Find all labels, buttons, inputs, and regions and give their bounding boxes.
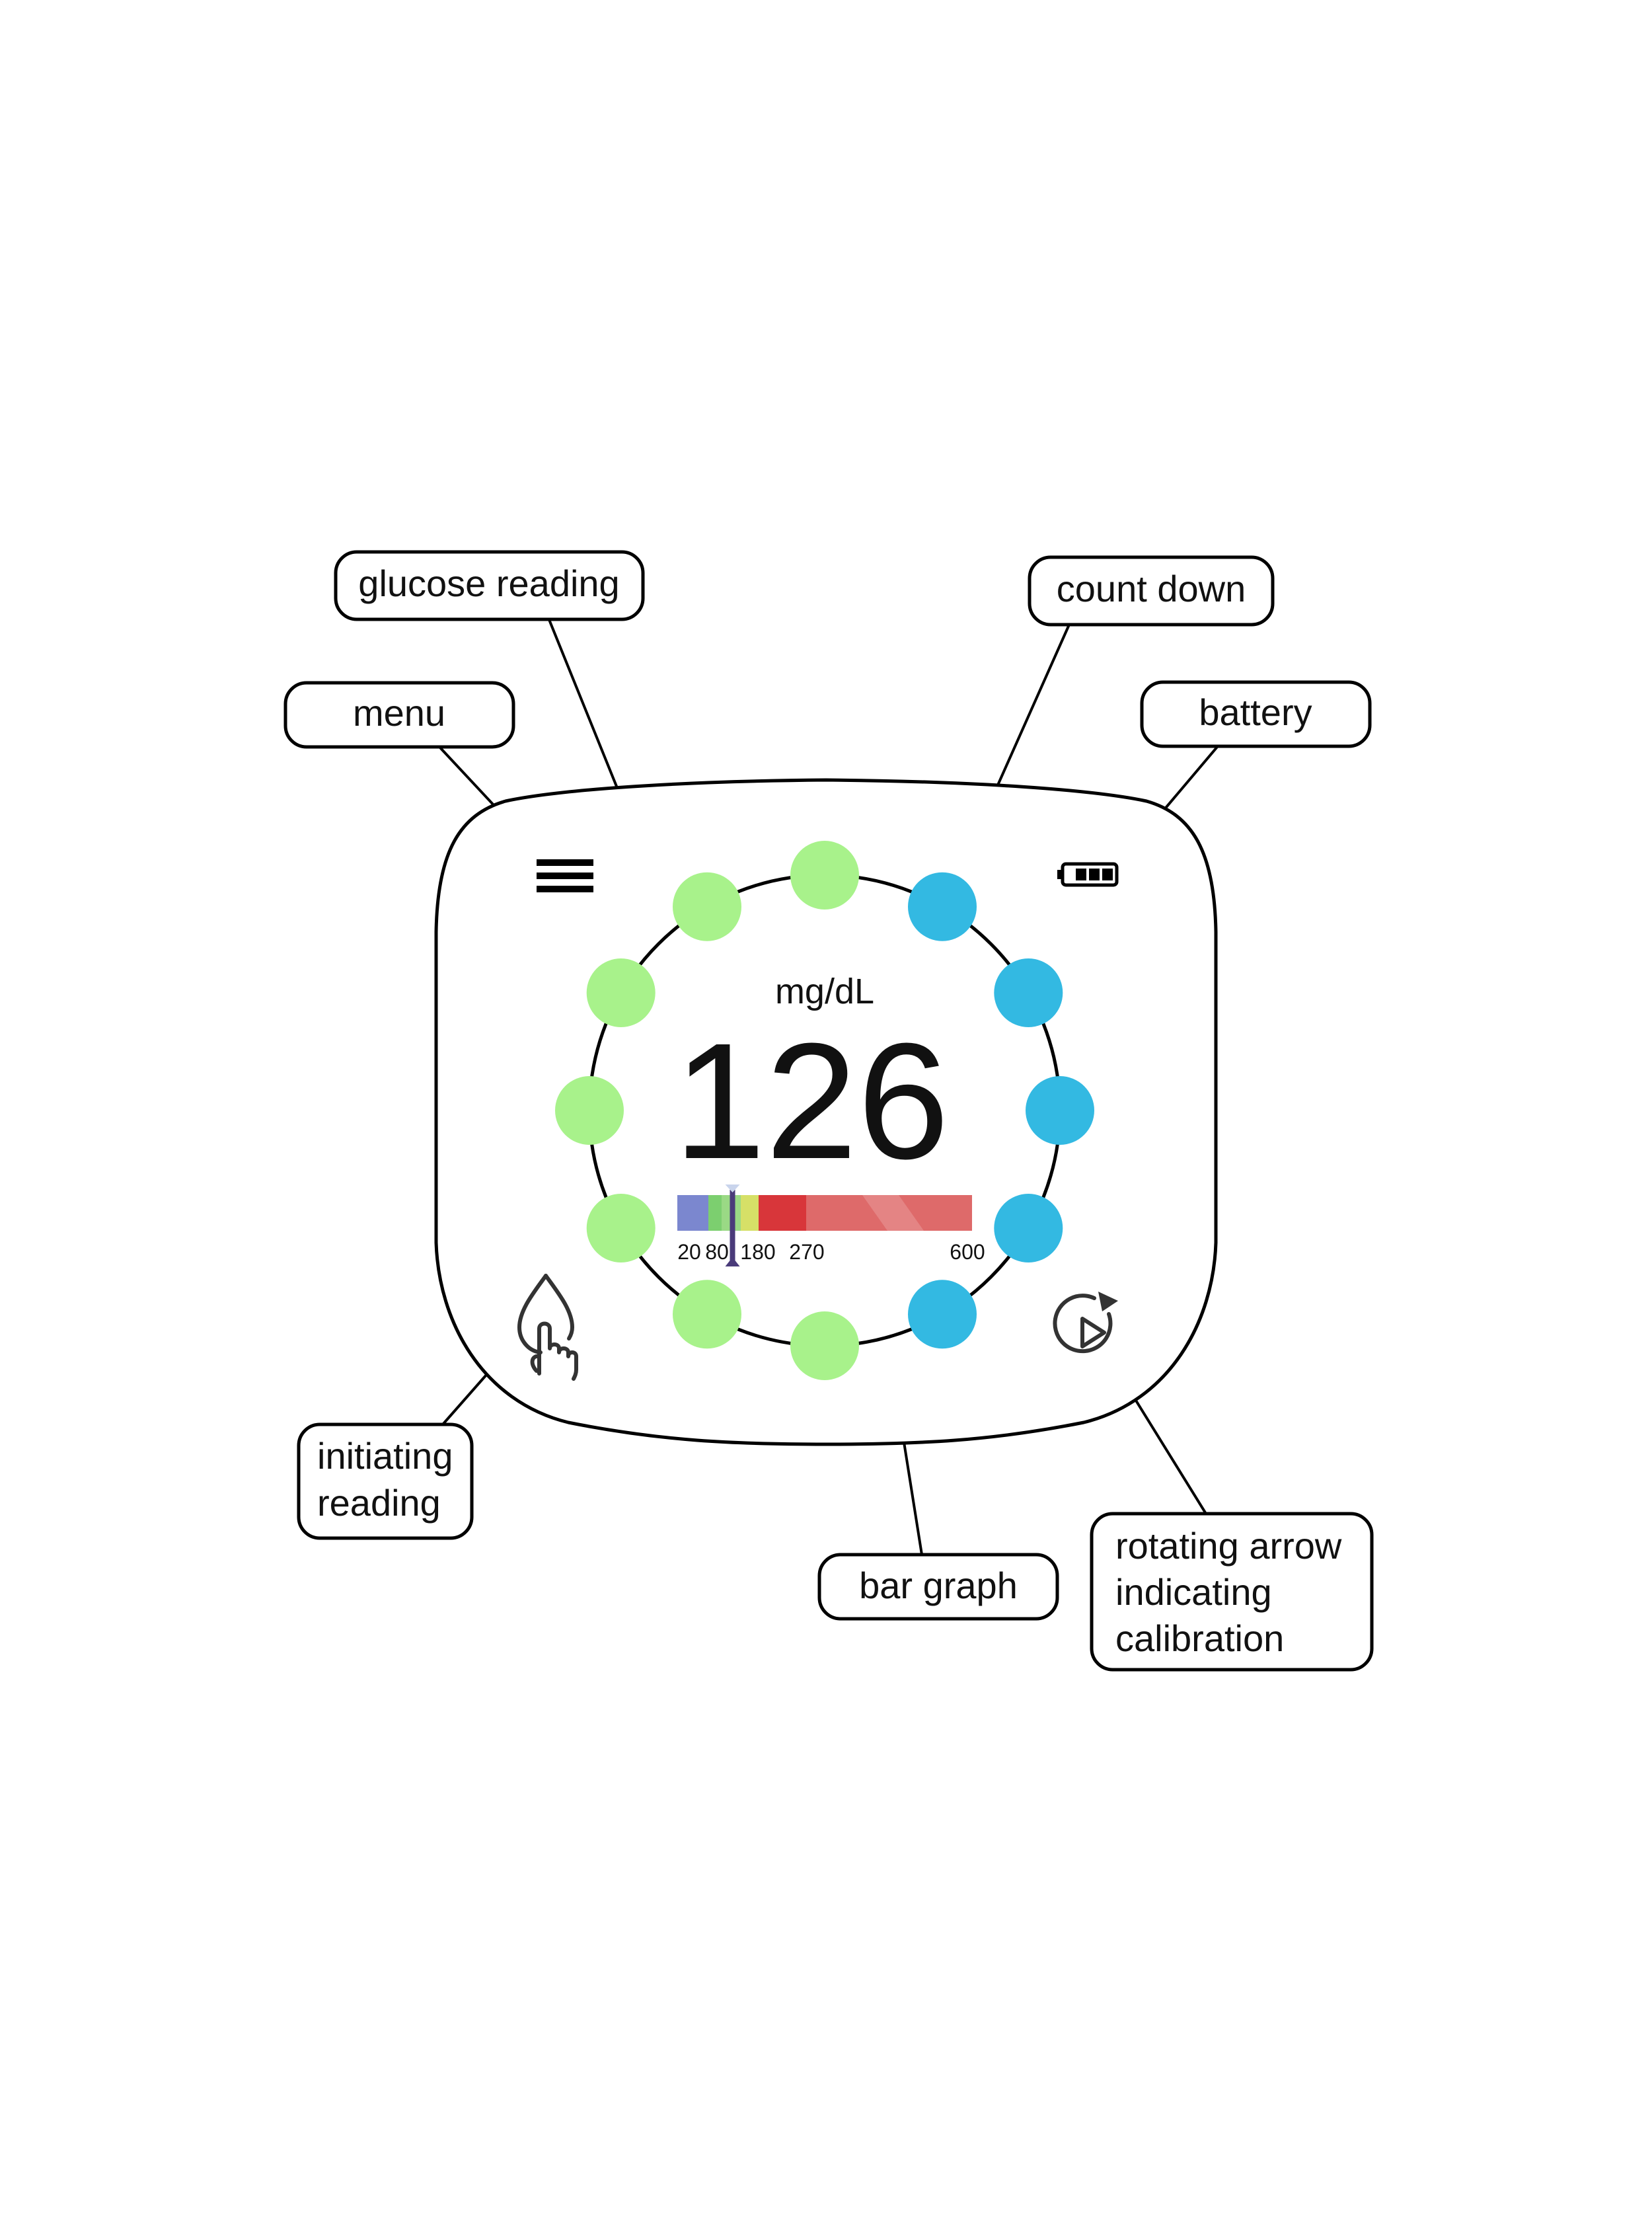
callout-bar-graph-text: bar graph [859,1565,1018,1606]
bar-graph-marker-line [730,1190,735,1264]
countdown-dot-remaining [994,1194,1063,1262]
callout-initiating-reading: initiating reading [297,1422,474,1540]
bar-graph-segments [677,1195,972,1231]
callout-menu-text: menu [353,692,445,734]
battery-icon [1057,862,1119,887]
countdown-dot-remaining [1026,1076,1094,1145]
bar-tick-label-600: 600 [950,1240,985,1264]
callout-initiating-reading-line-2: reading [317,1482,441,1524]
bar-tick-label-180: 180 [740,1240,775,1264]
countdown-dot-elapsed [586,958,656,1027]
bar-tick-label-20: 20 [677,1240,701,1264]
countdown-dot-remaining [994,958,1063,1027]
bar-graph-shine [862,1195,924,1231]
countdown-dot-elapsed [555,1076,624,1145]
rotating-play-arrow-icon[interactable] [1053,1292,1118,1354]
countdown-dot-elapsed [790,1311,859,1380]
countdown-dots [555,841,1094,1380]
bar-graph-marker-top-arrow [725,1184,740,1192]
countdown-dot-elapsed [673,872,741,941]
callout-rotating-arrow-line-2: indicating [1115,1571,1272,1613]
callout-battery: battery [1140,680,1372,748]
bar-graph: 20 80 180 270 600 [677,1184,985,1266]
callout-battery-text: battery [1199,691,1312,733]
callout-rotating-arrow-line-1: rotating arrow [1115,1525,1342,1567]
countdown-dot-remaining [908,1280,977,1349]
device-outline [434,778,1218,1446]
callout-bar-graph: bar graph [817,1553,1059,1621]
callout-rotating-arrow-line-3: calibration [1115,1617,1284,1659]
bar-graph-marker [725,1184,740,1266]
callout-menu: menu [283,681,515,749]
bar-tick-label-80: 80 [705,1240,729,1264]
callout-glucose-reading: glucose reading [334,550,645,621]
bar-graph-segment [708,1195,722,1231]
countdown-dot-elapsed [673,1280,741,1349]
bar-graph-segment [759,1195,806,1231]
menu-icon[interactable] [537,859,593,892]
bar-graph-segment [741,1195,759,1231]
glucose-reading-value: 126 [673,1009,949,1193]
callout-count-down: count down [1028,555,1275,627]
callout-rotating-arrow: rotating arrow indicating calibration [1090,1512,1374,1672]
callout-initiating-reading-line-1: initiating [317,1435,453,1477]
unit-label: mg/dL [775,972,874,1011]
callout-glucose-reading-text: glucose reading [358,563,619,604]
countdown-dot-remaining [908,872,977,941]
countdown-dot-elapsed [790,841,859,910]
drop-with-finger-icon[interactable] [517,1274,578,1381]
callout-count-down-text: count down [1057,568,1246,609]
bar-graph-marker-bottom-arrow [725,1257,740,1266]
bar-graph-segment [677,1195,708,1231]
bar-graph-segment [806,1195,972,1231]
countdown-dot-elapsed [586,1194,656,1262]
bar-tick-label-270: 270 [789,1240,824,1264]
